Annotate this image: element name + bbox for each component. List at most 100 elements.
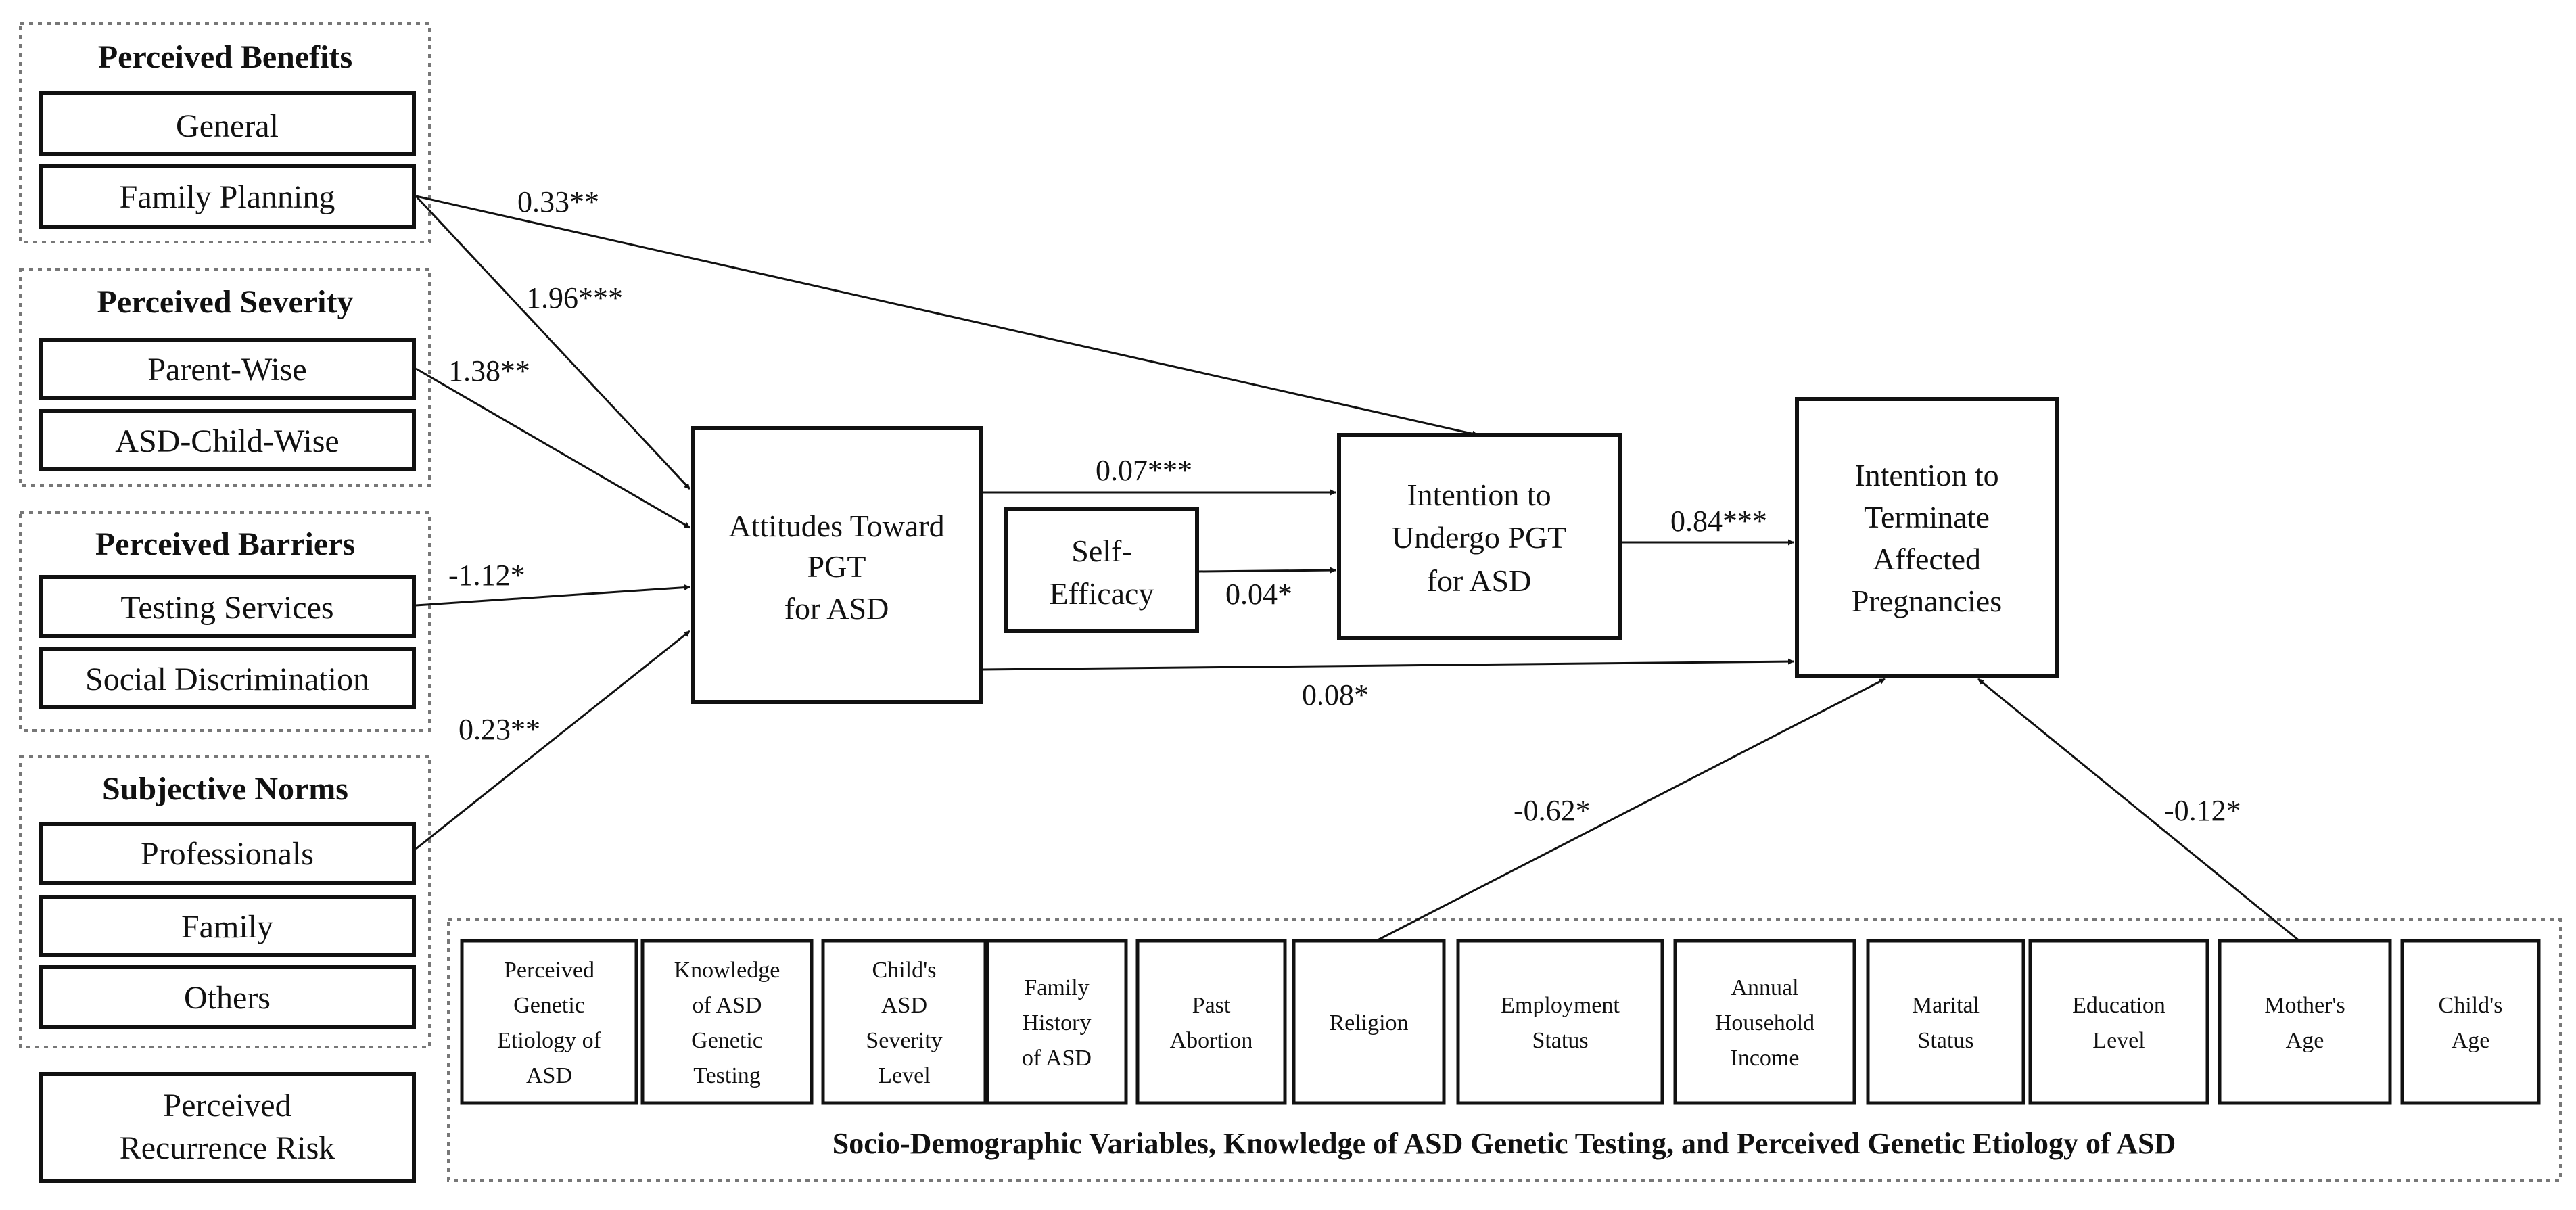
- group-title: Perceived Benefits: [98, 39, 352, 75]
- item-testing-services: Testing Services: [39, 575, 416, 638]
- demo-label-line: Household: [1715, 1010, 1814, 1036]
- coef-testing-services-to-attitudes: -1.12*: [448, 559, 525, 592]
- svg-text:for ASD: for ASD: [1427, 563, 1532, 598]
- svg-text:Terminate: Terminate: [1864, 500, 1990, 534]
- svg-text:PGT: PGT: [807, 549, 866, 584]
- coef-professionals-to-attitudes: 0.23**: [459, 713, 540, 746]
- node-intention-terminate: Intention to Terminate Affected Pregnanc…: [1795, 397, 2059, 678]
- group-perceived-barriers: Perceived Barriers Testing Services Soci…: [19, 511, 431, 732]
- group-subjective-norms: Subjective Norms Professionals Family Ot…: [19, 755, 431, 1048]
- demo-label-line: Level: [878, 1063, 930, 1088]
- demo-label-line: Status: [1917, 1028, 1973, 1053]
- coef-family-planning-to-intention-pgt: 0.33**: [517, 185, 599, 218]
- item-general: General: [39, 91, 416, 156]
- path-arrows: [415, 195, 2300, 942]
- item-asd-child-wise: ASD-Child-Wise: [39, 409, 416, 471]
- coef-family-planning-to-attitudes: 1.96***: [526, 281, 623, 315]
- demo-label-line: Genetic: [513, 993, 585, 1018]
- coef-mothers-age-to-terminate: -0.12*: [2164, 794, 2241, 827]
- coef-attitudes-to-intention-pgt: 0.07***: [1096, 454, 1192, 487]
- arrow-self-efficacy-to-intention-pgt: [1198, 567, 1336, 574]
- node-intention-undergo-pgt: Intention to Undergo PGT for ASD: [1337, 433, 1622, 640]
- demo-label-line: Etiology of: [497, 1028, 602, 1053]
- path-coefficients: 0.33** 1.96*** 1.38** -1.12* 0.23** 0.07…: [448, 185, 2241, 827]
- svg-text:Recurrence Risk: Recurrence Risk: [120, 1130, 335, 1166]
- svg-text:Self-: Self-: [1071, 534, 1131, 568]
- demo-label-line: Severity: [866, 1028, 942, 1053]
- item-family: Family: [39, 895, 416, 957]
- demo-label-line: Past: [1192, 993, 1231, 1018]
- demo-label-line: Age: [2452, 1028, 2490, 1053]
- demo-label-line: ASD: [881, 993, 927, 1018]
- demo-label-line: Status: [1532, 1028, 1588, 1053]
- group-title: Perceived Severity: [97, 284, 354, 320]
- demo-label-line: Education: [2072, 993, 2165, 1018]
- svg-text:Professionals: Professionals: [141, 836, 314, 872]
- svg-text:Pregnancies: Pregnancies: [1852, 584, 2002, 618]
- svg-text:Intention to: Intention to: [1407, 478, 1551, 512]
- item-parent-wise: Parent-Wise: [39, 338, 416, 400]
- coef-attitudes-to-terminate: 0.08*: [1302, 678, 1369, 712]
- svg-text:Family: Family: [181, 909, 273, 945]
- item-others: Others: [39, 965, 416, 1029]
- coef-religion-to-terminate: -0.62*: [1514, 794, 1591, 827]
- demographics-footer: Socio-Demographic Variables, Knowledge o…: [833, 1127, 2176, 1160]
- demo-label-line: of ASD: [693, 993, 762, 1018]
- svg-text:Family Planning: Family Planning: [120, 179, 335, 215]
- demo-label-line: Age: [2286, 1028, 2324, 1053]
- arrow-family-planning-to-intention-pgt: [415, 195, 1478, 437]
- arrow-family-planning-to-attitudes: [415, 195, 691, 490]
- coef-parent-wise-to-attitudes: 1.38**: [448, 354, 530, 388]
- demo-label-line: Income: [1731, 1046, 1800, 1071]
- svg-text:Perceived: Perceived: [163, 1088, 291, 1123]
- svg-text:Efficacy: Efficacy: [1050, 576, 1154, 611]
- demo-label-line: ASD: [526, 1063, 572, 1088]
- arrow-attitudes-to-terminate: [981, 658, 1794, 671]
- arrow-religion-to-terminate: [1376, 678, 1886, 942]
- demo-label-line: Employment: [1501, 993, 1620, 1018]
- svg-text:Undergo PGT: Undergo PGT: [1392, 520, 1567, 555]
- node-self-efficacy: Self- Efficacy: [1004, 507, 1199, 633]
- demo-label-line: Knowledge: [674, 958, 780, 983]
- demo-label-line: Annual: [1731, 975, 1798, 1000]
- demo-box-religion: Religion: [1292, 939, 1446, 1105]
- item-family-planning: Family Planning: [39, 164, 416, 229]
- svg-text:Social Discrimination: Social Discrimination: [85, 661, 369, 697]
- demo-label-line: Family: [1024, 975, 1089, 1000]
- demo-label-line: Level: [2092, 1028, 2145, 1053]
- svg-text:Parent-Wise: Parent-Wise: [147, 352, 306, 388]
- group-perceived-benefits: Perceived Benefits General Family Planni…: [19, 22, 431, 243]
- group-title: Subjective Norms: [102, 771, 348, 807]
- svg-text:General: General: [176, 108, 279, 144]
- svg-text:Testing Services: Testing Services: [120, 590, 333, 626]
- svg-text:Intention to: Intention to: [1854, 458, 1998, 492]
- item-professionals: Professionals: [39, 822, 416, 885]
- item-social-discrimination: Social Discrimination: [39, 647, 416, 709]
- arrow-parent-wise-to-attitudes: [415, 367, 690, 529]
- node-perceived-recurrence-risk: Perceived Recurrence Risk: [39, 1072, 416, 1183]
- demo-label-line: Religion: [1329, 1010, 1408, 1036]
- demo-label-line: Marital: [1912, 993, 1980, 1018]
- demo-label-line: Genetic: [691, 1028, 763, 1053]
- svg-text:for ASD: for ASD: [784, 591, 889, 626]
- demo-label-line: Child's: [2439, 993, 2503, 1018]
- svg-text:Attitudes Toward: Attitudes Toward: [728, 509, 944, 543]
- demo-label-line: Perceived: [504, 958, 594, 983]
- svg-text:Others: Others: [184, 980, 271, 1016]
- group-perceived-severity: Perceived Severity Parent-Wise ASD-Child…: [19, 268, 431, 487]
- group-title: Perceived Barriers: [95, 526, 355, 562]
- svg-text:ASD-Child-Wise: ASD-Child-Wise: [115, 423, 339, 459]
- coef-self-efficacy-to-intention-pgt: 0.04*: [1225, 578, 1292, 611]
